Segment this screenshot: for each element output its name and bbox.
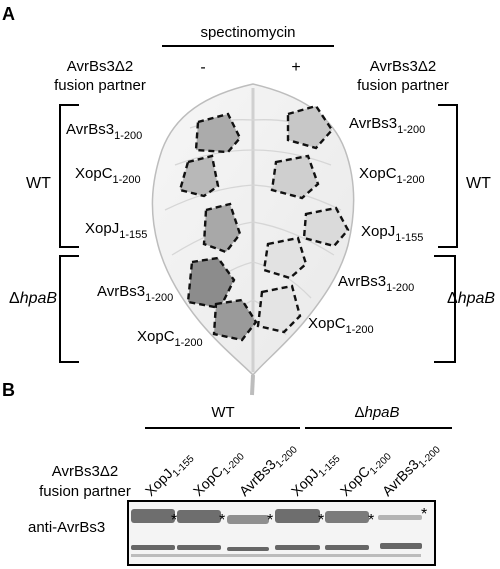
left-construct-4: AvrBs31-200 [97, 283, 173, 304]
left-construct-3: XopJ1-155 [85, 220, 147, 241]
spot-right-4 [262, 236, 308, 280]
blot-partner-line2: fusion partner [39, 483, 131, 500]
bracket-left-hpab [59, 255, 79, 363]
asterisk-2: * [219, 512, 225, 529]
partner-header-right-line2: fusion partner [357, 77, 449, 94]
blot-wt-label: WT [211, 404, 234, 421]
leaf-image [151, 83, 355, 396]
asterisk-3: * [267, 512, 273, 529]
spot-right-5 [256, 284, 302, 334]
asterisk-1: * [171, 512, 177, 529]
spot-right-3 [302, 206, 350, 248]
bracket-right-hpab [434, 255, 456, 363]
band-low-3 [227, 547, 269, 551]
right-hpab-label: ΔhpaB [447, 290, 495, 307]
asterisk-5: * [368, 512, 374, 529]
left-wt-label: WT [26, 175, 51, 192]
left-construct-2: XopC1-200 [75, 165, 141, 186]
blot-hpab-label: ΔhpaB [354, 404, 399, 421]
left-construct-5: XopC1-200 [137, 328, 203, 349]
band-main-2 [177, 510, 221, 523]
band-low-2 [177, 545, 221, 550]
right-construct-4: AvrBs31-200 [338, 273, 414, 294]
lane-label-2: XopC1-200 [190, 445, 247, 502]
left-construct-1: AvrBs31-200 [66, 121, 142, 142]
right-construct-3: XopJ1-155 [361, 223, 423, 244]
spot-left-4 [186, 256, 236, 310]
treatment-label: spectinomycin [200, 24, 295, 41]
asterisk-4: * [318, 512, 324, 529]
band-low-5 [325, 545, 369, 550]
right-wt-label: WT [466, 175, 491, 192]
band-main-5 [325, 511, 369, 523]
lane-label-1: XopJ1-155 [142, 447, 197, 502]
plus-sign: + [291, 59, 300, 76]
antibody-label: anti-AvrBs3 [28, 519, 105, 536]
panel-b-label: B [2, 380, 15, 400]
lane-label-6: AvrBs31-200 [379, 438, 443, 502]
minus-sign: - [200, 59, 205, 76]
bracket-left-wt [59, 104, 79, 248]
partner-header-right-line1: AvrBs3Δ2 [370, 58, 436, 75]
band-low-6 [380, 543, 422, 549]
right-construct-2: XopC1-200 [359, 165, 425, 186]
spot-left-5 [212, 298, 258, 342]
spot-left-1 [194, 112, 242, 154]
spot-right-2 [270, 154, 320, 200]
panel-a-label: A [2, 4, 15, 24]
western-blot [127, 500, 436, 566]
spot-right-1 [286, 104, 334, 150]
spot-left-3 [202, 202, 242, 254]
right-construct-1: AvrBs31-200 [349, 115, 425, 136]
band-main-3 [227, 515, 269, 524]
bracket-right-wt [438, 104, 458, 248]
band-low-4 [275, 545, 320, 550]
band-low-1 [131, 545, 175, 550]
band-main-4 [275, 509, 320, 523]
blot-partner-line1: AvrBs3Δ2 [52, 463, 118, 480]
right-construct-5: XopC1-200 [308, 315, 374, 336]
band-main-1 [131, 509, 175, 523]
lane-label-3: AvrBs31-200 [236, 438, 300, 502]
asterisk-6: * [421, 506, 427, 523]
spot-left-2 [178, 154, 220, 198]
left-hpab-label: ΔhpaB [9, 290, 57, 307]
band-main-6 [378, 515, 422, 520]
partner-header-left-line1: AvrBs3Δ2 [67, 58, 133, 75]
partner-header-left-line2: fusion partner [54, 77, 146, 94]
